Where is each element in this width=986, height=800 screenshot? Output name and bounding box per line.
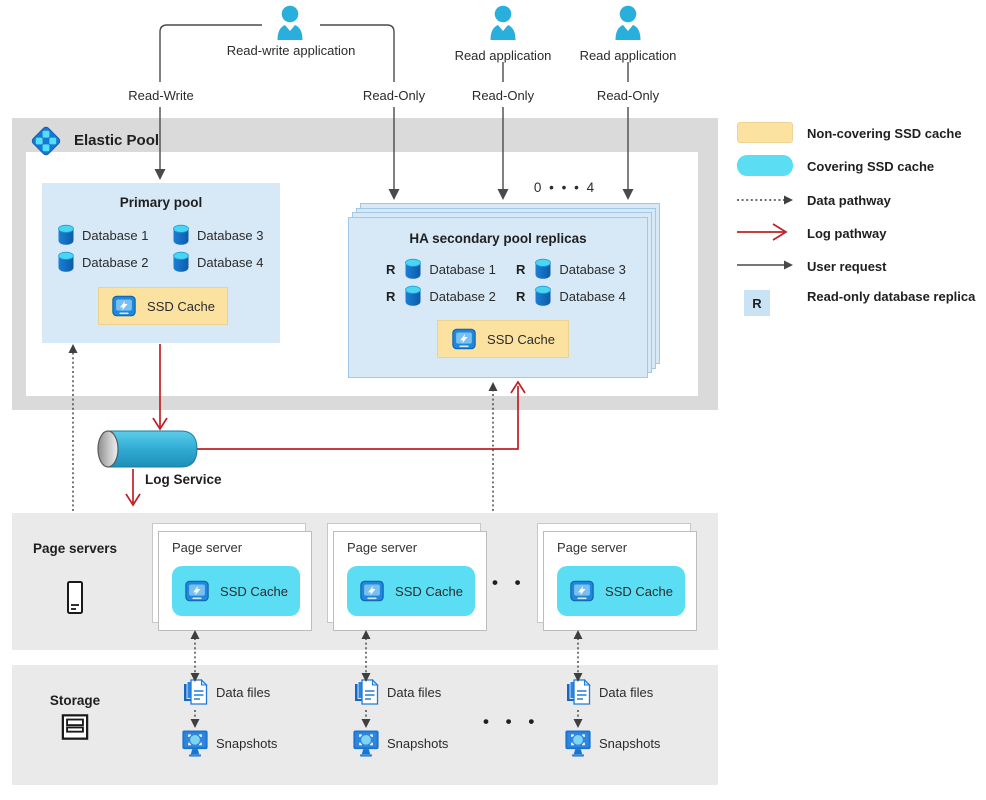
ha-database-1: R Database 1: [386, 258, 496, 280]
data-files-label: Data files: [599, 685, 654, 700]
legend-data-pathway-label: Data pathway: [807, 193, 891, 208]
ha-database-3: R Database 3: [516, 258, 626, 280]
storage-icon: [61, 713, 89, 741]
read-write-arrow-label: Read-Write: [125, 88, 197, 103]
legend-covering-label: Covering SSD cache: [807, 159, 935, 174]
page-server-title: Page server: [347, 540, 418, 555]
database-icon: [404, 285, 422, 307]
legend-replica-label: Read-only database replica: [807, 289, 976, 304]
database-icon: [404, 258, 422, 280]
database-icon: [172, 251, 190, 273]
legend-noncovering-label: Non-covering SSD cache: [807, 126, 962, 141]
database-icon: [172, 224, 190, 246]
replica-count-label: 0 • • • 4: [533, 180, 597, 195]
read-only-arrow-label-1: Read-Only: [359, 88, 429, 103]
ssd-icon: [359, 578, 385, 604]
page-server-ssd-cache: SSD Cache: [557, 566, 685, 616]
read-app-label-2: Read application: [579, 48, 677, 63]
read-user-icon-1: [487, 5, 519, 41]
snapshots-label: Snapshots: [216, 736, 278, 751]
elastic-pool-icon: [28, 123, 64, 159]
ssd-icon: [111, 293, 137, 319]
page-server-ssd-cache: SSD Cache: [347, 566, 475, 616]
page-servers-label: Page servers: [32, 541, 118, 556]
legend-user-request-arrowhead: [784, 260, 793, 270]
data-files-label: Data files: [387, 685, 442, 700]
storage-label: Storage: [49, 693, 101, 708]
storage-ellipsis: • • •: [483, 712, 541, 731]
read-write-user-icon: [274, 5, 306, 41]
replica-marker: R: [516, 261, 526, 277]
legend-covering-swatch: [737, 155, 793, 176]
replica-marker: R: [516, 288, 526, 304]
ha-database-2: R Database 2: [386, 285, 496, 307]
page-servers-ellipsis: • • •: [492, 573, 550, 592]
page-server-card-1: Page server SSD Cache: [158, 531, 312, 631]
snapshots-label: Snapshots: [599, 736, 661, 751]
database-icon: [57, 251, 75, 273]
ha-pool-title: HA secondary pool replicas: [409, 231, 587, 246]
ha-database-4: R Database 4: [516, 285, 626, 307]
ha-ssd-cache: SSD Cache: [437, 320, 569, 358]
snapshots-icon: [564, 729, 592, 759]
read-app-label-1: Read application: [454, 48, 552, 63]
data-files-label: Data files: [216, 685, 271, 700]
ssd-icon: [451, 326, 477, 352]
database-icon: [57, 224, 75, 246]
page-server-title: Page server: [557, 540, 628, 555]
ssd-icon: [569, 578, 595, 604]
replica-marker: R: [386, 261, 396, 277]
data-files-icon: [565, 678, 592, 708]
snapshots-icon: [181, 729, 209, 759]
page-server-card-2: Page server SSD Cache: [333, 531, 487, 631]
primary-ssd-cache: SSD Cache: [98, 287, 228, 325]
database-icon: [534, 285, 552, 307]
page-server-ssd-cache: SSD Cache: [172, 566, 300, 616]
ssd-icon: [184, 578, 210, 604]
primary-database-3: Database 3: [172, 224, 264, 246]
primary-database-1: Database 1: [57, 224, 149, 246]
read-only-arrow-label-2: Read-Only: [468, 88, 538, 103]
legend-replica-swatch: R: [744, 290, 770, 316]
legend-log-pathway-label: Log pathway: [807, 226, 887, 241]
snapshots-icon: [352, 729, 380, 759]
replica-marker: R: [386, 288, 396, 304]
page-server-tower-icon: [65, 580, 85, 616]
database-icon: [534, 258, 552, 280]
primary-database-2: Database 2: [57, 251, 149, 273]
read-write-app-label: Read-write application: [226, 43, 356, 58]
data-files-icon: [182, 678, 209, 708]
page-server-title: Page server: [172, 540, 243, 555]
data-files-icon: [353, 678, 380, 708]
log-service-pipe-icon: [97, 430, 198, 468]
primary-database-4: Database 4: [172, 251, 264, 273]
snapshots-label: Snapshots: [387, 736, 449, 751]
legend-noncovering-swatch: [737, 122, 793, 143]
read-only-arrow-label-3: Read-Only: [593, 88, 663, 103]
log-service-label: Log Service: [145, 472, 222, 487]
elastic-pool-title: Elastic Pool: [74, 132, 160, 149]
read-user-icon-2: [612, 5, 644, 41]
legend-user-request-label: User request: [807, 259, 887, 274]
page-server-card-3: Page server SSD Cache: [543, 531, 697, 631]
primary-pool-title: Primary pool: [119, 195, 203, 210]
